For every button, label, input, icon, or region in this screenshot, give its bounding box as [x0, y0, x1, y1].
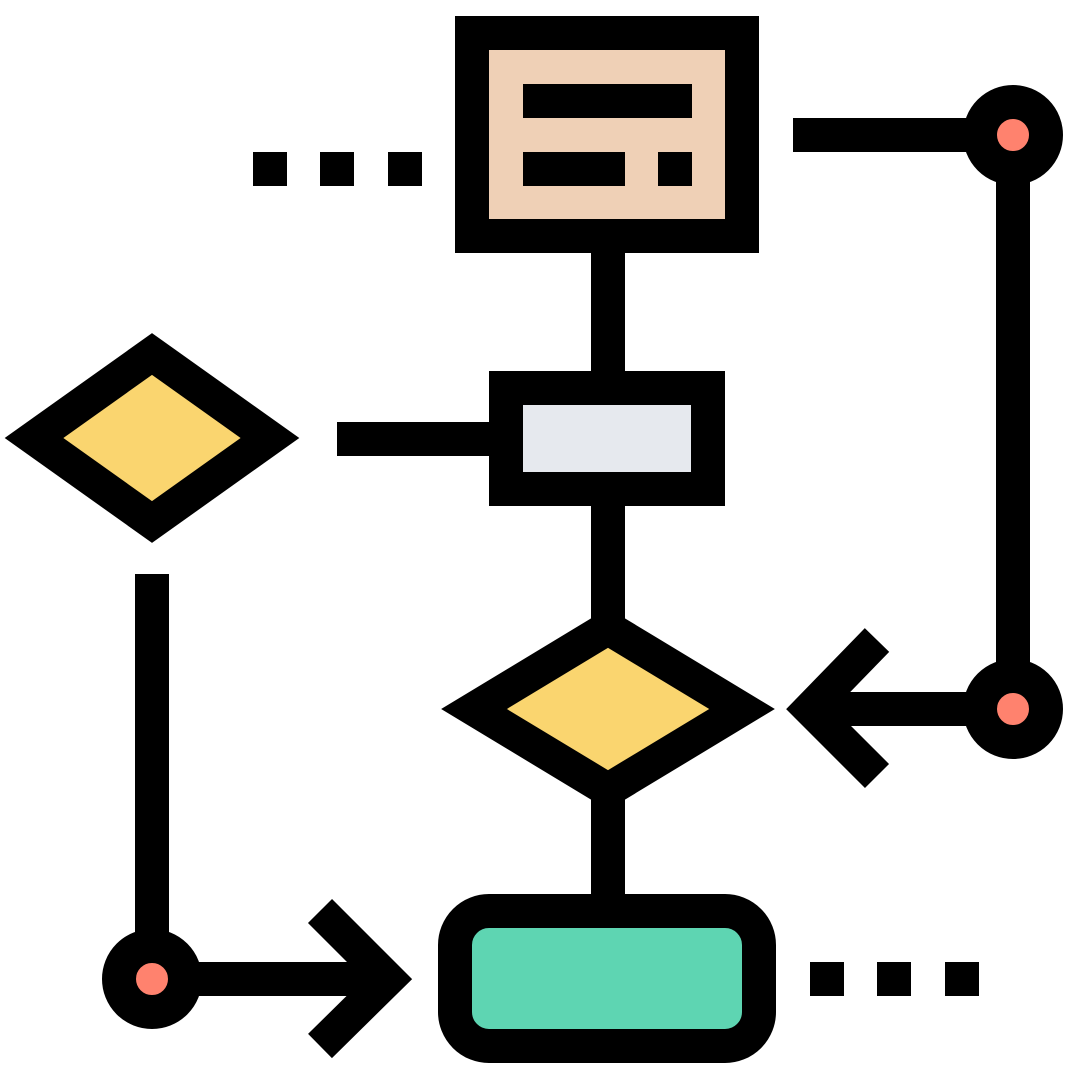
dashes-top-left [253, 152, 422, 186]
dash [945, 962, 979, 996]
arrow-right [185, 898, 413, 1059]
connector-line-doc-to-process [591, 236, 625, 388]
dashes-bottom-right [810, 962, 979, 996]
process-box [489, 371, 725, 506]
arrow-left [786, 628, 983, 789]
dash [253, 152, 287, 186]
connector-top-right [963, 85, 1063, 185]
left-decision [4, 333, 300, 543]
center-decision [441, 608, 775, 810]
dash [810, 962, 844, 996]
arrow-left-head-icon [786, 628, 890, 789]
document-box-shape [455, 16, 759, 253]
dash [320, 152, 354, 186]
left-decision-shape [4, 333, 300, 543]
document-text-line-3 [658, 152, 692, 186]
dash [388, 152, 422, 186]
process-box-shape [489, 371, 725, 506]
connector-line-decision-to-terminal [591, 790, 625, 912]
terminal-box-shape [438, 894, 776, 1063]
arrow-right-head-icon [307, 898, 413, 1059]
document-text-line-1 [523, 84, 692, 118]
connector-line-right-vertical [996, 165, 1030, 675]
document-text-line-2 [523, 152, 625, 186]
dash [877, 962, 911, 996]
connector-line-doc-to-right [793, 118, 983, 152]
arrow-right-shaft [185, 962, 385, 996]
center-decision-shape [441, 608, 775, 810]
document-box [455, 16, 759, 253]
connector-line-left-vertical [135, 574, 169, 946]
connector-mid-right [963, 659, 1063, 759]
connector-line-left-to-process [337, 422, 506, 456]
connector-bottom-left [102, 929, 202, 1029]
terminal-box [438, 894, 776, 1063]
connector-line-process-to-decision [591, 489, 625, 629]
